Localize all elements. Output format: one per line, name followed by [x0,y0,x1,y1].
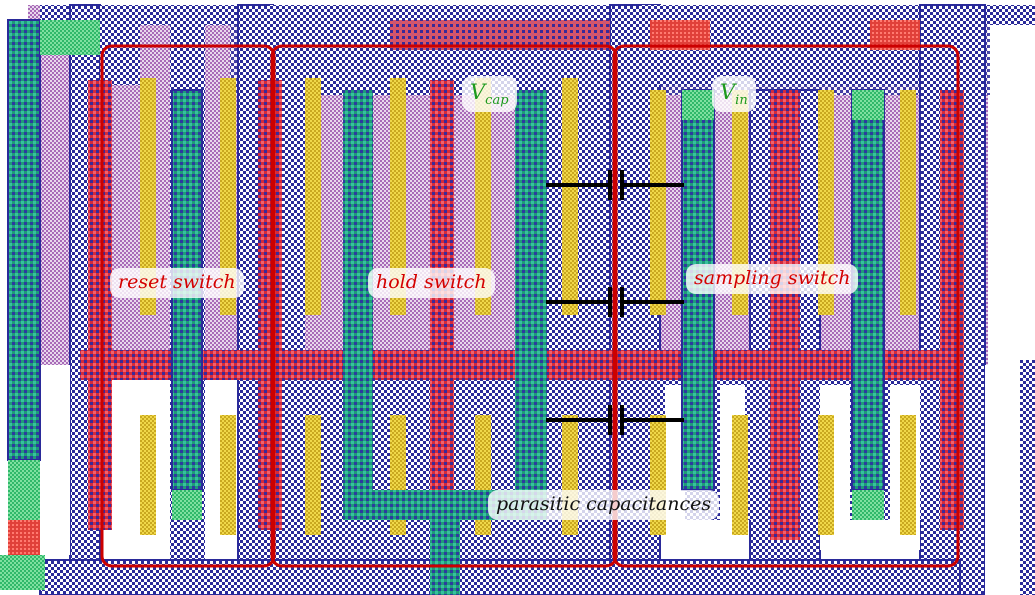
sampling-switch-label: sampling switch [686,264,859,294]
capacitor-symbol-icon [546,287,684,317]
region-outlines [100,44,960,568]
capacitor-icons [546,170,684,435]
v-cap-label: Vcap [462,76,517,113]
capacitor-symbol-icon [546,170,684,200]
diffusion-green-columns [7,19,885,595]
hold-switch-label: hold switch [368,268,495,298]
poly-red-gates [88,80,964,540]
capacitor-symbol-icon [546,405,684,435]
parasitic-capacitances-label: parasitic capacitances [488,490,720,520]
reset-switch-region [100,44,276,568]
v-in-label: Vin [712,76,756,113]
reset-switch-label: reset switch [110,268,244,298]
hold-switch-region [270,44,618,568]
sampling-switch-region [612,44,960,568]
